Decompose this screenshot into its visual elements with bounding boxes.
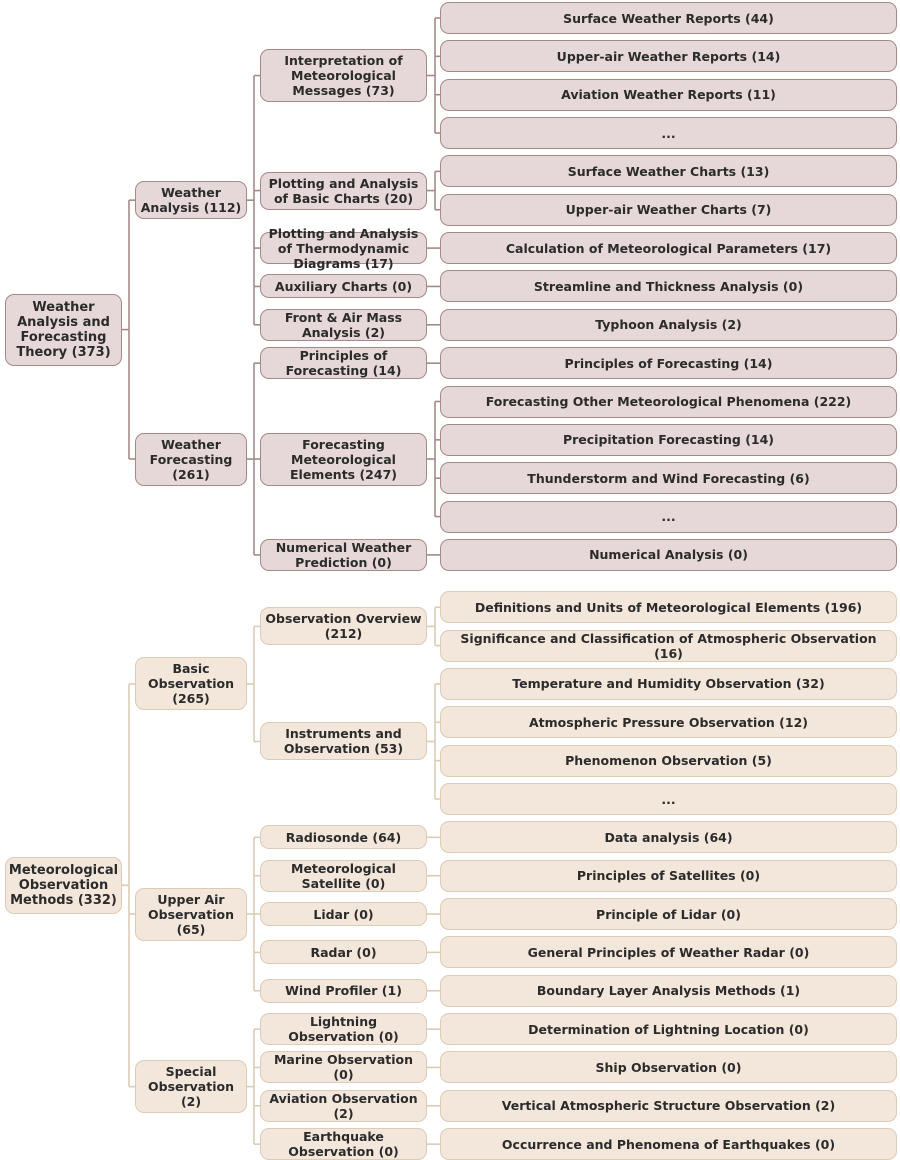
- leaf-node: Thunderstorm and Wind Forecasting (6): [440, 462, 897, 495]
- group-node: Weather Forecasting (261): [135, 432, 247, 486]
- leaf-node: Principles of Forecasting (14): [440, 347, 897, 380]
- category-node: Interpretation of Meteorological Message…: [260, 49, 427, 103]
- category-node: Marine Observation (0): [260, 1051, 427, 1084]
- leaf-node: Determination of Lightning Location (0): [440, 1013, 897, 1046]
- leaf-node: Surface Weather Reports (44): [440, 2, 897, 34]
- leaf-node: Streamline and Thickness Analysis (0): [440, 270, 897, 303]
- category-node: Plotting and Analysis of Basic Charts (2…: [260, 171, 427, 210]
- leaf-node: Temperature and Humidity Observation (32…: [440, 667, 897, 700]
- category-node: Instruments and Observation (53): [260, 722, 427, 761]
- leaf-node: Upper-air Weather Reports (14): [440, 40, 897, 73]
- group-node: Special Observation (2): [135, 1060, 247, 1114]
- leaf-node: Significance and Classification of Atmos…: [440, 629, 897, 662]
- leaf-node: Boundary Layer Analysis Methods (1): [440, 974, 897, 1007]
- category-node: Numerical Weather Prediction (0): [260, 538, 427, 571]
- category-node: Lightning Observation (0): [260, 1013, 427, 1046]
- leaf-node: Definitions and Units of Meteorological …: [440, 591, 897, 624]
- category-node: Forecasting Meteorological Elements (247…: [260, 432, 427, 486]
- leaf-node: Phenomenon Observation (5): [440, 744, 897, 777]
- leaf-node: Vertical Atmospheric Structure Observati…: [440, 1089, 897, 1122]
- category-node: Earthquake Observation (0): [260, 1128, 427, 1160]
- leaf-node: ...: [440, 500, 897, 533]
- group-node: Upper Air Observation (65): [135, 887, 247, 941]
- leaf-node: Upper-air Weather Charts (7): [440, 193, 897, 226]
- leaf-node: ...: [440, 117, 897, 150]
- category-node: Plotting and Analysis of Thermodynamic D…: [260, 226, 427, 271]
- leaf-node: Numerical Analysis (0): [440, 538, 897, 571]
- leaf-node: General Principles of Weather Radar (0): [440, 936, 897, 969]
- category-node: Radiosonde (64): [260, 825, 427, 850]
- group-node: Basic Observation (265): [135, 657, 247, 711]
- leaf-node: Surface Weather Charts (13): [440, 155, 897, 188]
- leaf-node: Forecasting Other Meteorological Phenome…: [440, 385, 897, 418]
- category-node: Lidar (0): [260, 902, 427, 927]
- category-node: Radar (0): [260, 940, 427, 965]
- leaf-node: Aviation Weather Reports (11): [440, 78, 897, 111]
- leaf-node: Occurrence and Phenomena of Earthquakes …: [440, 1128, 897, 1160]
- leaf-node: Typhoon Analysis (2): [440, 308, 897, 341]
- leaf-node: Data analysis (64): [440, 821, 897, 854]
- group-node: Weather Analysis (112): [135, 181, 247, 220]
- leaf-node: ...: [440, 783, 897, 815]
- leaf-node: Calculation of Meteorological Parameters…: [440, 232, 897, 265]
- leaf-node: Precipitation Forecasting (14): [440, 423, 897, 456]
- root-node: Weather Analysis and Forecasting Theory …: [5, 293, 122, 366]
- root-node: Meteorological Observation Methods (332): [5, 856, 122, 914]
- leaf-node: Atmospheric Pressure Observation (12): [440, 706, 897, 739]
- leaf-node: Principles of Satellites (0): [440, 859, 897, 892]
- category-node: Auxiliary Charts (0): [260, 274, 427, 299]
- category-node: Principles of Forecasting (14): [260, 347, 427, 380]
- leaf-node: Principle of Lidar (0): [440, 898, 897, 931]
- category-node: Meteorological Satellite (0): [260, 859, 427, 892]
- category-node: Front & Air Mass Analysis (2): [260, 308, 427, 341]
- category-node: Observation Overview (212): [260, 607, 427, 646]
- category-node: Wind Profiler (1): [260, 978, 427, 1003]
- leaf-node: Ship Observation (0): [440, 1051, 897, 1084]
- category-node: Aviation Observation (2): [260, 1089, 427, 1122]
